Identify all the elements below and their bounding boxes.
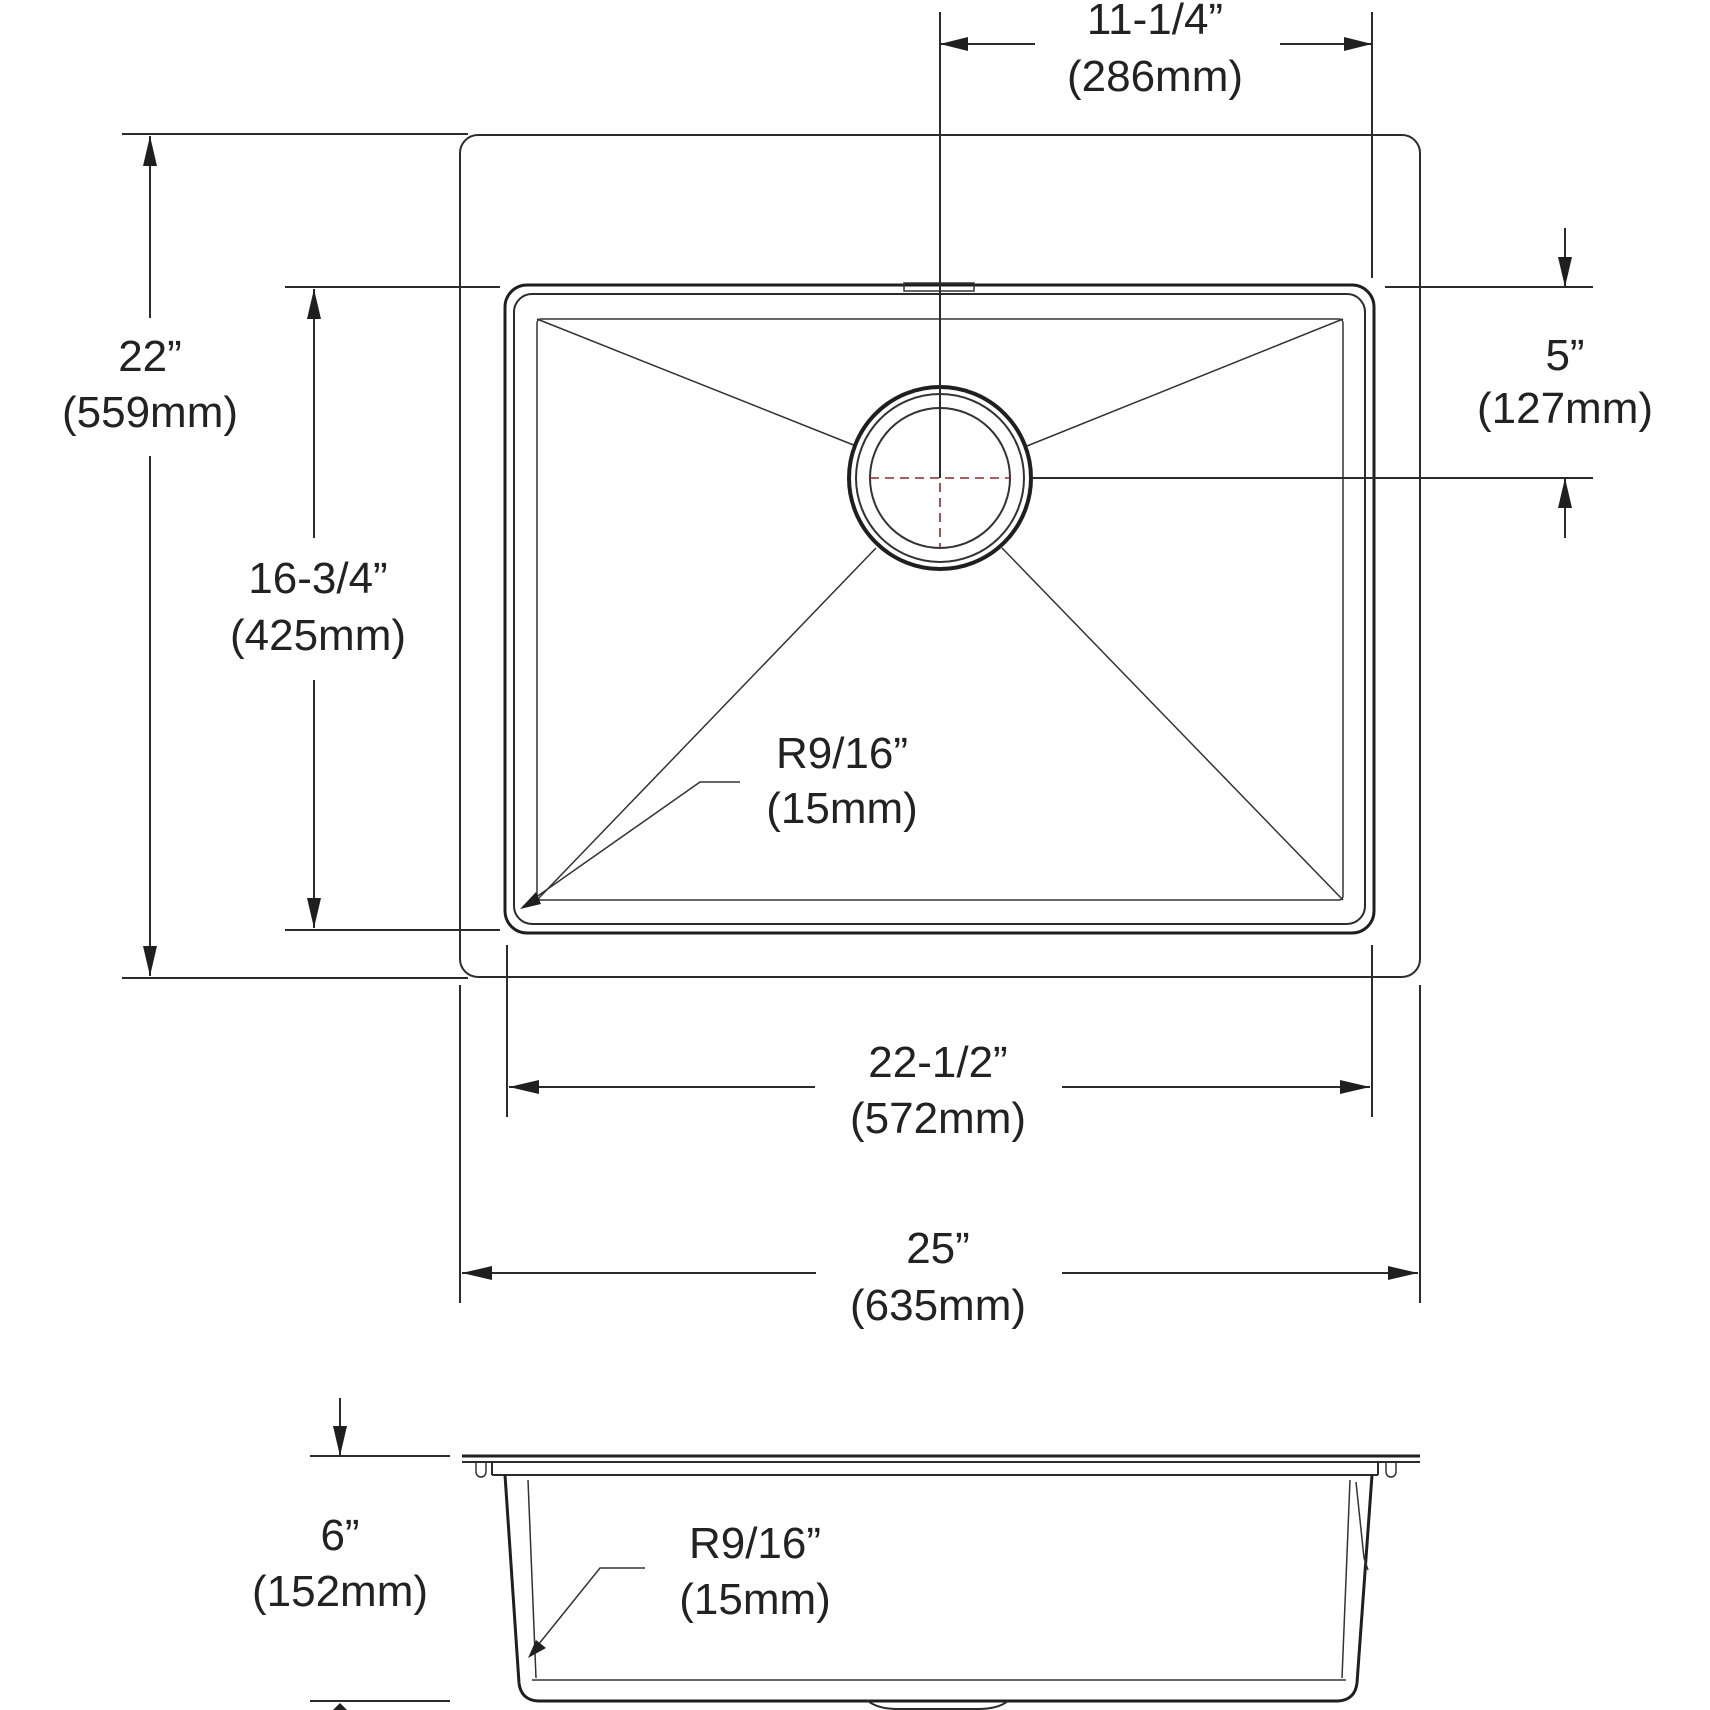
label-section-radius-imperial: R9/16” [689,1519,821,1568]
label-bowl-depth-metric: (152mm) [252,1567,428,1616]
label-center-offset-metric: (286mm) [1067,52,1243,101]
label-overall-depth-imperial: 22” [118,332,182,381]
slope-line-bottom-left [536,547,877,901]
dim-drain-from-back: 5” (127mm) [1032,228,1653,538]
label-overall-width-imperial: 25” [906,1224,970,1273]
label-drain-from-back-metric: (127mm) [1477,384,1653,433]
label-overall-width-metric: (635mm) [850,1281,1026,1330]
dim-overall-width: 25” (635mm) [459,985,1421,1330]
label-overall-depth-metric: (559mm) [62,388,238,437]
label-section-radius-metric: (15mm) [679,1575,831,1624]
label-center-offset-imperial: 11-1/4” [1087,0,1223,44]
label-drain-from-back-imperial: 5” [1545,331,1584,380]
slope-line-top-left [536,318,857,447]
section-radius-leader [533,1567,645,1651]
label-bowl-length-imperial: 16-3/4” [248,554,387,603]
slope-line-bottom-right [1001,547,1344,901]
section-bowl-outline [503,1474,1374,1703]
plan-radius-arrowhead [520,892,541,909]
dim-bowl-depth: 6” (152mm) [252,1398,450,1710]
label-plan-radius-metric: (15mm) [766,784,918,833]
slope-line-top-right [1026,318,1344,447]
label-plan-radius-imperial: R9/16” [776,729,908,778]
dim-bowl-center-offset: 11-1/4” (286mm) [939,0,1373,478]
label-bowl-depth-imperial: 6” [320,1511,359,1560]
dim-overall-depth: 22” (559mm) [62,133,468,979]
plan-radius-leader [531,781,740,901]
label-bowl-length-metric: (425mm) [230,611,406,660]
section-view [462,1454,1420,1710]
dim-bowl-length: 16-3/4” (425mm) [230,286,500,931]
label-bowl-width-metric: (572mm) [850,1094,1026,1143]
dim-bowl-width: 22-1/2” (572mm) [506,945,1373,1143]
label-bowl-width-imperial: 22-1/2” [868,1038,1007,1087]
